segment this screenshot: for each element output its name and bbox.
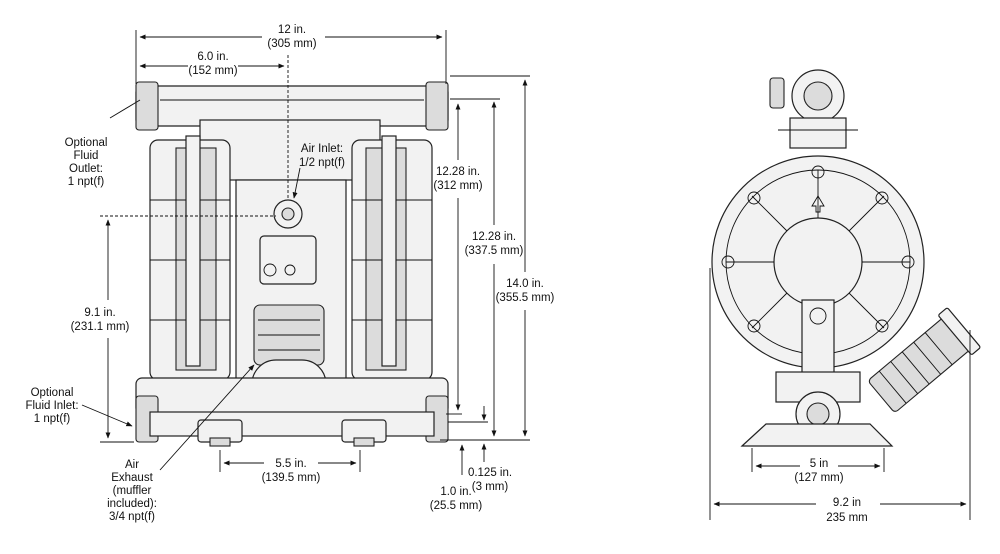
width-total-label: 12 in. xyxy=(278,24,306,36)
height-355-label: 14.0 in. xyxy=(506,278,544,290)
height-312-label: 12.28 in. xyxy=(436,166,480,178)
side-base-mm-label: (127 mm) xyxy=(794,472,843,484)
side-view-labels: 5 in (127 mm) 9.2 in 235 mm xyxy=(794,458,867,524)
height-337-label: 12.28 in. xyxy=(472,231,516,243)
width-half-mm-label: (152 mm) xyxy=(188,65,237,77)
front-view-pump xyxy=(135,81,449,447)
height-91-mm-label: (231.1 mm) xyxy=(71,321,130,333)
air-inlet-label: Air Inlet: xyxy=(301,143,343,155)
air-exhaust-label-3: (muffler xyxy=(113,485,152,497)
offset-10-mm-label: (25.5 mm) xyxy=(430,500,483,512)
optional-inlet-label-3: 1 npt(f) xyxy=(34,413,71,425)
side-view-pump xyxy=(711,69,981,447)
front-view-dimensions xyxy=(81,30,530,475)
side-view-dimensions xyxy=(709,268,971,520)
base-55-mm-label: (139.5 mm) xyxy=(262,472,321,484)
side-width-label: 9.2 in xyxy=(833,497,861,509)
air-exhaust-label-2: Exhaust xyxy=(111,472,153,484)
width-half-label: 6.0 in. xyxy=(197,51,228,63)
offset-0125-mm-label: (3 mm) xyxy=(472,481,509,493)
base-55-label: 5.5 in. xyxy=(275,458,306,470)
optional-inlet-label-2: Fluid Inlet: xyxy=(25,400,78,412)
optional-outlet-label-4: 1 npt(f) xyxy=(68,176,105,188)
height-355-mm-label: (355.5 mm) xyxy=(496,292,555,304)
height-91-label: 9.1 in. xyxy=(84,307,115,319)
air-inlet-size-label: 1/2 npt(f) xyxy=(299,157,345,169)
air-exhaust-label-4: included): xyxy=(107,498,157,510)
front-view-labels: 12 in. (305 mm) 6.0 in. (152 mm) Air Inl… xyxy=(25,24,554,523)
optional-outlet-label-1: Optional xyxy=(65,137,108,149)
air-exhaust-label-5: 3/4 npt(f) xyxy=(109,511,155,523)
width-total-mm-label: (305 mm) xyxy=(267,38,316,50)
offset-0125-label: 0.125 in. xyxy=(468,467,512,479)
side-width-mm-label: 235 mm xyxy=(826,512,868,524)
optional-outlet-label-2: Fluid xyxy=(74,150,99,162)
optional-outlet-label-3: Outlet: xyxy=(69,163,103,175)
optional-inlet-label-1: Optional xyxy=(31,387,74,399)
height-337-mm-label: (337.5 mm) xyxy=(465,245,524,257)
side-base-label: 5 in xyxy=(810,458,829,470)
offset-10-label: 1.0 in. xyxy=(440,486,471,498)
air-exhaust-label-1: Air xyxy=(125,459,139,471)
height-312-mm-label: (312 mm) xyxy=(433,180,482,192)
